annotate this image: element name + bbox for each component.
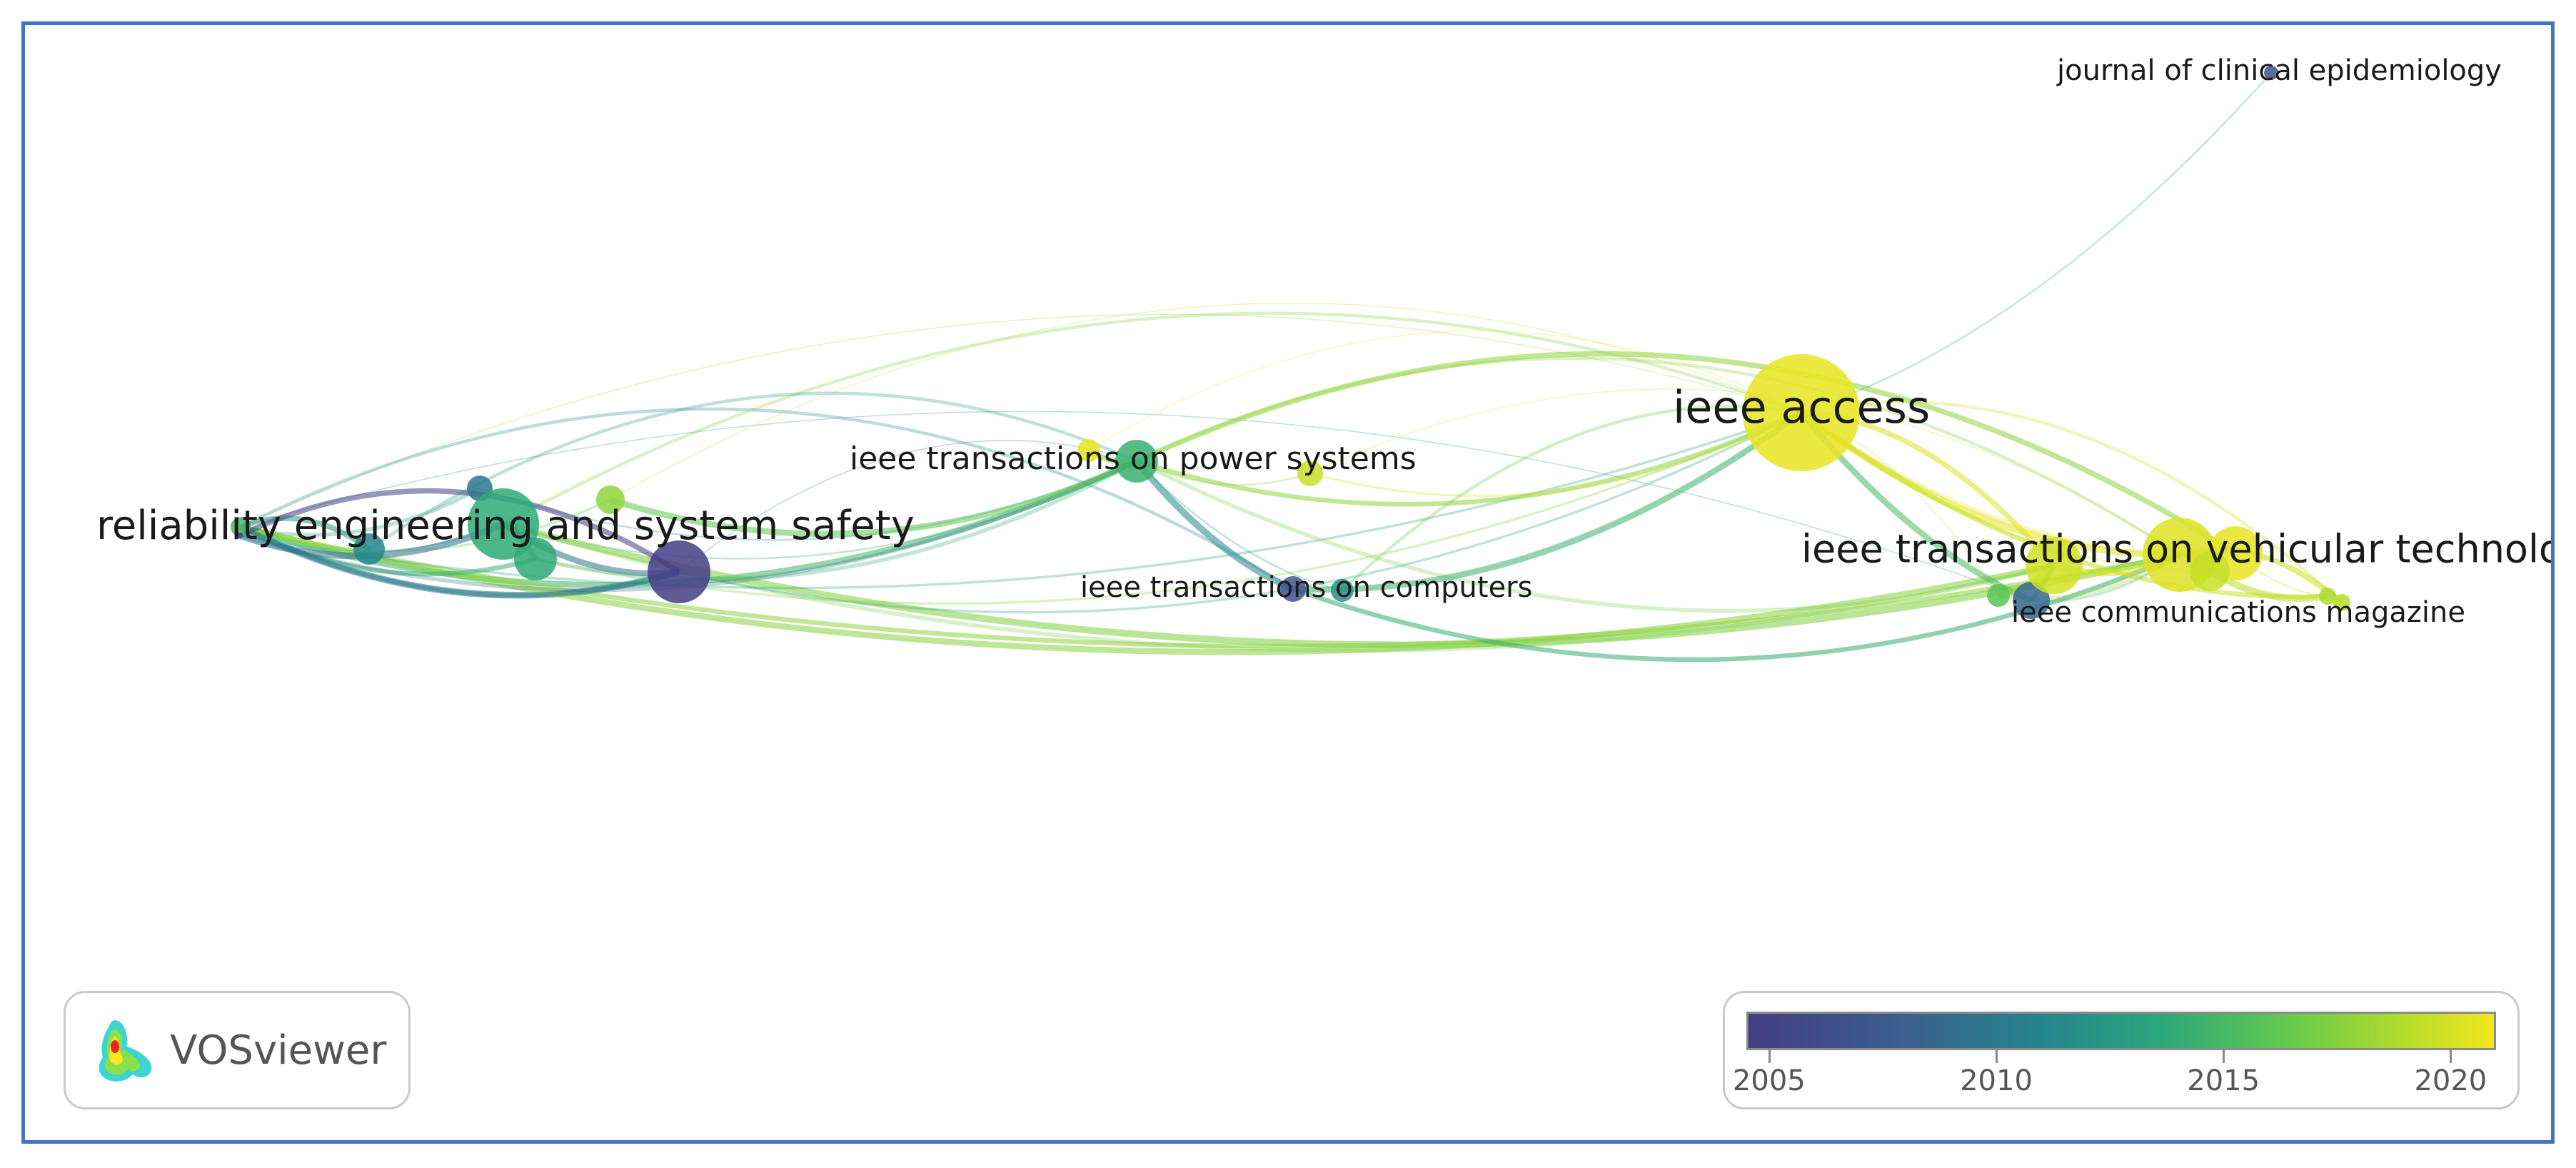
network-link — [1135, 459, 2055, 613]
network-link — [1136, 460, 1311, 486]
node-label-comm_mag[interactable]: ieee communications magazine — [2011, 596, 2465, 629]
network-link — [1309, 411, 1802, 498]
network-link — [240, 411, 2032, 601]
network-link — [1292, 410, 1803, 593]
node-n14[interactable] — [2319, 588, 2336, 605]
node-n12[interactable] — [2190, 551, 2230, 591]
node-n15[interactable] — [2333, 594, 2350, 611]
legend-tick — [1768, 1049, 1771, 1063]
network-link — [1136, 460, 1343, 592]
network-link — [239, 411, 1802, 590]
legend-tick-label: 2005 — [1732, 1064, 1806, 1097]
node-comm_mag[interactable] — [2013, 582, 2050, 619]
node-n5[interactable] — [648, 540, 710, 603]
node-ieee_access[interactable] — [1743, 354, 1860, 471]
node-power[interactable] — [1115, 440, 1158, 483]
network-link — [1801, 72, 2272, 414]
network-link — [1309, 388, 2180, 555]
network-link — [1134, 458, 1294, 593]
network-link — [535, 459, 1138, 581]
network-link — [1801, 401, 2343, 604]
node-n16[interactable] — [514, 538, 557, 580]
network-link — [240, 524, 2180, 649]
network-link — [678, 440, 1137, 573]
node-label-clin_epi[interactable]: journal of clinical epidemiology — [2056, 54, 2502, 87]
node-n7[interactable] — [1297, 460, 1323, 486]
network-link — [239, 523, 2055, 655]
node-n2[interactable] — [353, 533, 385, 565]
legend-tick-label: 2020 — [2414, 1064, 2487, 1097]
network-link — [502, 520, 2181, 649]
node-computers[interactable] — [1280, 576, 1306, 602]
node-n6[interactable] — [596, 485, 625, 514]
node-label-computers[interactable]: ieee transactions on computers — [1080, 571, 1532, 604]
vosviewer-logo-icon — [99, 1020, 152, 1082]
legend-tick-label: 2015 — [2187, 1064, 2260, 1097]
node-n1[interactable] — [237, 533, 243, 538]
node-n8[interactable] — [1077, 439, 1100, 462]
network-link — [678, 411, 1802, 614]
network-link — [1088, 330, 1802, 451]
nodes-layer — [231, 66, 2350, 619]
legend-gradient-bar — [1746, 1012, 2496, 1050]
vosviewer-logo: VOSviewer — [64, 991, 411, 1109]
labels-layer: reliability engineering and system safet… — [96, 54, 2551, 629]
network-link — [239, 515, 371, 552]
network-link — [1136, 411, 1803, 507]
network-link — [1341, 405, 1802, 592]
network-link — [503, 522, 2055, 653]
node-label-vehicular[interactable]: ieee transactions on vehicular technolog — [1801, 527, 2551, 572]
network-link — [238, 488, 681, 575]
node-label-power[interactable]: ieee transactions on power systems — [850, 440, 1417, 477]
node-n9[interactable] — [1331, 579, 1354, 602]
node-n4[interactable] — [468, 488, 539, 560]
network-link — [609, 458, 1138, 537]
network-link — [1135, 351, 2237, 556]
node-label-reliability[interactable]: reliability engineering and system safet… — [96, 503, 915, 549]
color-legend: 2005 2010 2015 2020 — [1723, 991, 2520, 1109]
legend-tick-label: 2010 — [1960, 1064, 2033, 1097]
node-n10[interactable] — [2026, 537, 2083, 594]
network-link — [535, 411, 1802, 605]
node-reliability[interactable] — [231, 517, 251, 537]
node-clin_epi[interactable] — [2264, 66, 2278, 80]
network-canvas[interactable]: reliability engineering and system safet… — [21, 21, 2555, 1144]
legend-tick — [2450, 1049, 2452, 1063]
node-label-ieee_access[interactable]: ieee access — [1673, 381, 1930, 433]
legend-tick — [1996, 1049, 1998, 1063]
vosviewer-logo-text: VOSviewer — [170, 1027, 387, 1074]
node-n13[interactable] — [1987, 584, 2010, 607]
legend-tick — [2223, 1049, 2225, 1063]
network-link — [610, 302, 1802, 500]
network-link — [239, 407, 1294, 590]
network-map[interactable]: reliability engineering and system safet… — [25, 25, 2551, 1140]
